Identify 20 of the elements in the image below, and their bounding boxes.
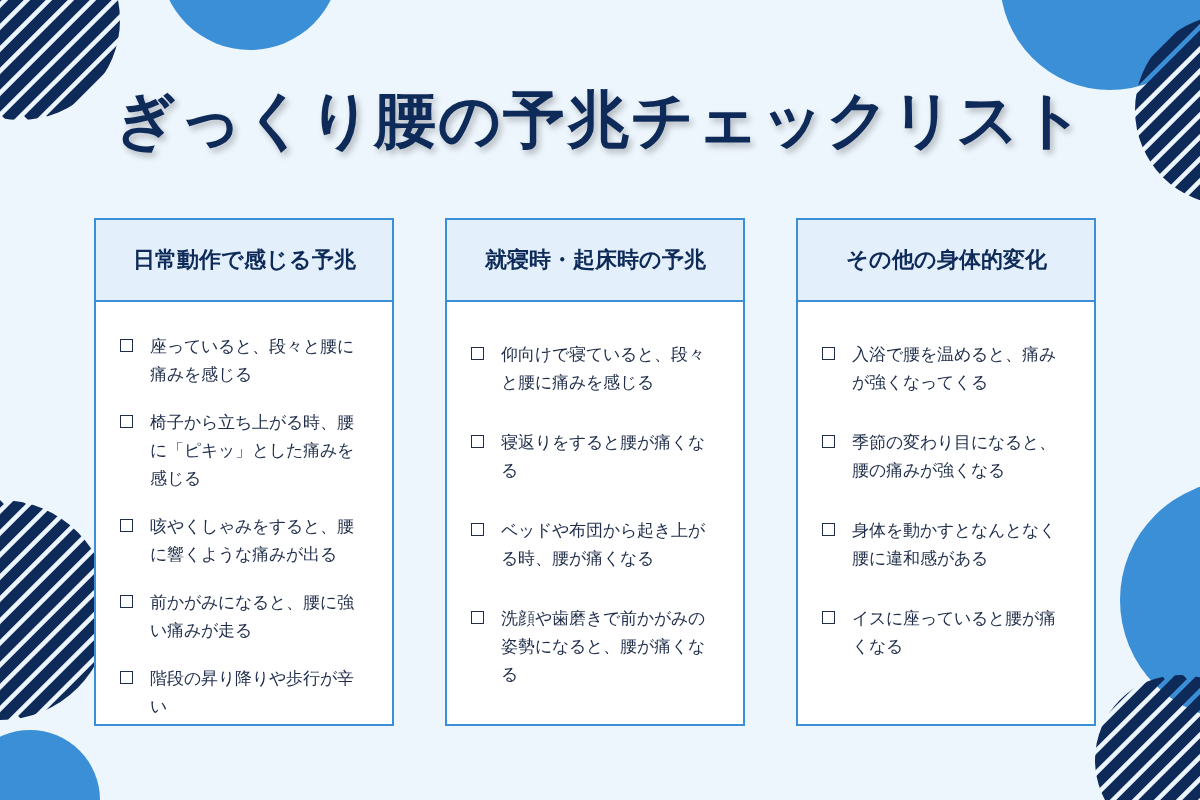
checklist-card: [796, 218, 1096, 726]
checklist-item: 階段の昇り降りや歩行が辛い: [150, 668, 354, 716]
title: ぎっくり腰の予兆チェックリスト: [113, 82, 1087, 158]
checklist-card: [94, 218, 394, 726]
checklist-item: ベッドや布団から起き上がる時、腰が痛くなる: [501, 520, 705, 568]
checklist-item: 寝返りをすると腰が痛くなる: [501, 432, 705, 480]
checklist-item: 椅子から立ち上がる時、腰に「ピキッ」とした痛みを感じる: [150, 412, 354, 488]
checklist-item: 座っていると、段々と腰に痛みを感じる: [150, 336, 354, 384]
checklist-item: 咳やくしゃみをすると、腰に響くような痛みが出る: [150, 516, 354, 564]
checklist-item: 季節の変わり目になると、腰の痛みが強くなる: [852, 432, 1056, 480]
checklist-item: 身体を動かすとなんとなく腰に違和感がある: [852, 520, 1056, 568]
checklist-item: 洗顔や歯磨きで前かがみの姿勢になると、腰が痛くなる: [501, 608, 705, 684]
checklist-card: [445, 218, 745, 726]
card-heading: 日常動作で感じる予兆: [96, 220, 392, 302]
card-heading: 就寝時・起床時の予兆: [447, 220, 743, 302]
checklist-item: イスに座っていると腰が痛くなる: [852, 608, 1056, 656]
checklist-item: 入浴で腰を温めると、痛みが強くなってくる: [852, 344, 1056, 392]
checklist-item: 仰向けで寝ていると、段々と腰に痛みを感じる: [501, 344, 705, 392]
checklist-item: 前かがみになると、腰に強い痛みが走る: [150, 592, 354, 640]
card-heading: その他の身体的変化: [798, 220, 1094, 302]
